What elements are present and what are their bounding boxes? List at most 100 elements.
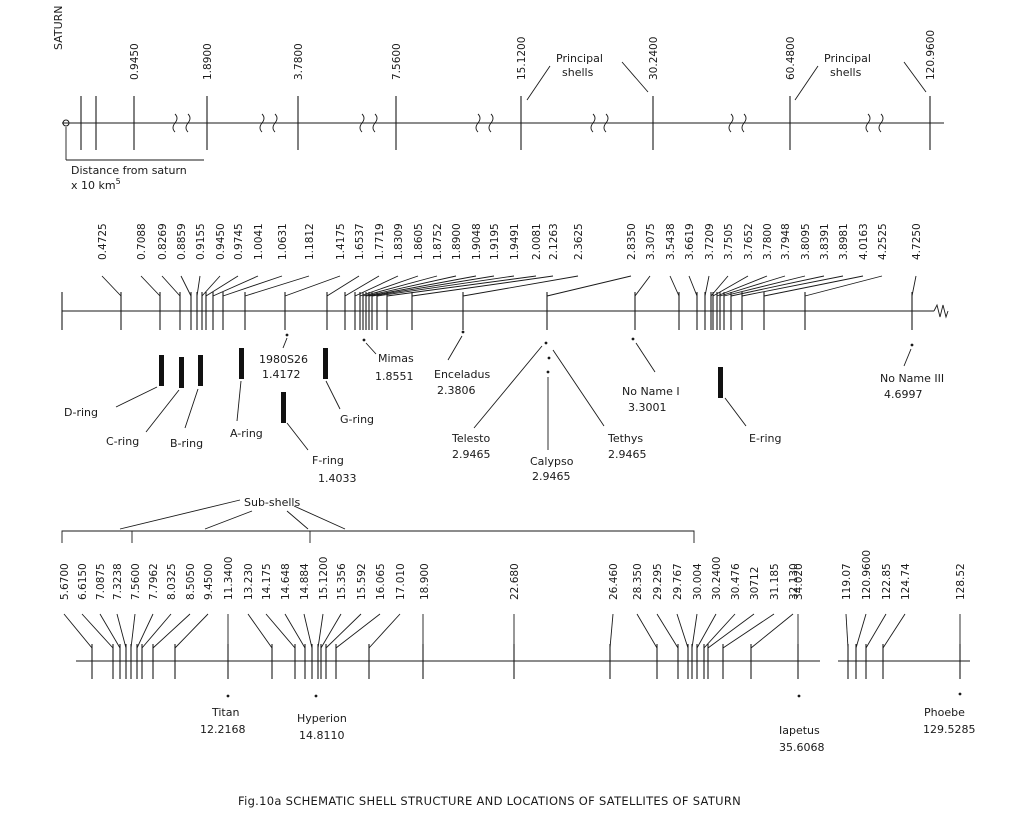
subshell-leader: [204, 510, 253, 530]
satellite-value: 2.9465: [532, 470, 571, 483]
axis-break-mark: [728, 113, 747, 133]
row2-tick-leader: [723, 275, 806, 297]
row3-tick-label: 14.884: [299, 563, 311, 600]
row2-tick-leader: [911, 275, 917, 297]
principal-leader-line: [794, 65, 819, 101]
satellite-value: 1.8551: [375, 370, 414, 383]
row3-tick-label: 119.07: [841, 563, 853, 600]
row2-tick-label: 0.9745: [233, 223, 245, 260]
row3-tick-label: 18.900: [419, 563, 431, 600]
row2-tick-leader: [362, 275, 438, 297]
satellite-no-name-i: No Name I 3.3001: [622, 337, 680, 414]
subshell-leader: [293, 505, 346, 530]
satellite-name: Enceladus: [434, 368, 490, 381]
row2-tick-leader: [180, 275, 192, 297]
row3-tick-leader: [320, 613, 342, 649]
satellite-leader: [365, 342, 377, 355]
row2-tick-label: 0.9155: [195, 223, 207, 260]
row2-tick-leader: [222, 275, 283, 297]
row2-tick-leader: [462, 275, 579, 297]
row3-tick-label: 22.680: [509, 563, 521, 600]
row3-tick-leader: [676, 613, 689, 649]
row3-tick-leader: [325, 613, 362, 649]
satellite-dot: [285, 333, 289, 337]
row3-tick-label: 16.065: [375, 563, 387, 600]
row2-tick-label: 1.7719: [374, 223, 386, 260]
row3-tick-leader: [696, 613, 717, 649]
ring-leader: [145, 389, 180, 433]
row2-tick-leader: [804, 275, 883, 297]
f-ring-value: 1.4033: [318, 472, 357, 485]
row3-tick-label: 5.6700: [59, 563, 71, 600]
row2-tick-leader: [359, 275, 419, 297]
row3-tick-leader: [136, 613, 154, 649]
row3-tick-leader: [141, 613, 172, 649]
row3-tick-label: 28.350: [632, 563, 644, 600]
d-ring-bar: [159, 355, 164, 386]
row3-tick-label: 30.476: [730, 563, 742, 600]
row2-tick-label: 3.8391: [819, 223, 831, 260]
ring-label-f: F-ring: [312, 454, 344, 467]
ring-label-e: E-ring: [749, 432, 781, 445]
row3-tick-leader: [265, 613, 296, 649]
row2-tick-label: 1.4175: [335, 223, 347, 260]
row2-tick-label: 2.1263: [548, 223, 560, 260]
row1-tick-label: 1.8900: [202, 43, 214, 80]
row2-tick-label: 3.7652: [743, 223, 755, 260]
row3-ticks: [91, 644, 961, 679]
row3-tick-leader: [317, 613, 324, 649]
row3-tick-leader: [152, 613, 191, 649]
distance-unit: x 10 km5: [71, 177, 121, 192]
row3-tick-leader: [174, 613, 209, 649]
satellite-value: 2.9465: [608, 448, 647, 461]
satellite-dot: [226, 694, 230, 698]
ring-leader: [184, 388, 199, 429]
row2-tick-label: 1.0631: [277, 223, 289, 260]
b-ring-bar: [198, 355, 203, 386]
row3-tick-label: 29.295: [652, 563, 664, 600]
row3-tick-leader: [636, 613, 658, 649]
row2-tick-leader: [376, 275, 515, 297]
satellite-phoebe: Phoebe 129.5285: [923, 692, 976, 736]
ring-leader: [286, 422, 309, 451]
subshell-bracket-left: [61, 530, 133, 543]
row2-tick-label: 3.7209: [704, 223, 716, 260]
figure-caption: Fig.10a SCHEMATIC SHELL STRUCTURE AND LO…: [238, 794, 741, 808]
satellite-name: Tethys: [607, 432, 643, 445]
axis-break-mark: [359, 113, 378, 133]
distance-label: Distance from saturn: [71, 164, 187, 177]
row3-tick-leader: [130, 613, 136, 649]
ring-leader: [115, 386, 158, 408]
row2-tick-leader: [634, 275, 651, 297]
f-ring-bar: [281, 392, 286, 423]
row2-tick-label: 0.8859: [176, 223, 188, 260]
a-ring-bar: [239, 348, 244, 379]
row2-tick-leader: [386, 275, 537, 297]
row3-tick-label: 30.004: [692, 563, 704, 600]
row2-tick-leader: [101, 275, 122, 297]
satellite-iapetus: Iapetus 35.6068: [779, 694, 825, 754]
row2-tick-leader: [710, 275, 729, 297]
row2-tick-leader: [688, 275, 698, 297]
row3-tick-label: 8.0325: [166, 563, 178, 600]
row3-tick-label: 13.230: [243, 563, 255, 600]
satellite-dot: [797, 694, 801, 698]
row2-leaders: [101, 275, 917, 297]
row2-tick-leader: [284, 275, 341, 297]
principal-leader-line: [526, 65, 551, 101]
row2-tick-label: 0.9450: [215, 223, 227, 260]
satellite-dot: [910, 343, 914, 347]
satellite-dot: [362, 338, 366, 342]
row2-tick-label: 3.8095: [800, 223, 812, 260]
row2-tick-leader: [365, 275, 457, 297]
row3-tick-label: 15.1200: [318, 557, 330, 600]
satellite-titan: Titan 12.2168: [200, 694, 246, 736]
row2-tick-label: 1.1812: [304, 223, 316, 260]
satellite-value: 35.6068: [779, 741, 825, 754]
row3-tick-label: 128.52: [955, 563, 967, 600]
row3-tick-label: 11.3400: [223, 557, 235, 600]
row2-tick-label: 4.2525: [877, 223, 889, 260]
row3-tick-leader: [368, 613, 401, 649]
subshell-leader: [119, 499, 241, 530]
